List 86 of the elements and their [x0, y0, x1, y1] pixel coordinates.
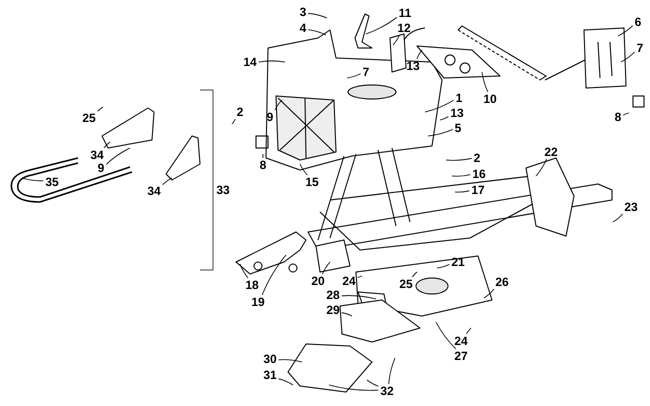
leader-line [466, 328, 472, 334]
leader-line [322, 262, 330, 274]
callout-number: 18 [244, 279, 260, 291]
callout-number: 29 [325, 304, 341, 316]
callout-number: 2 [472, 152, 482, 164]
leader-line [357, 276, 362, 278]
leader-line [346, 73, 362, 78]
callout-number: 9 [96, 162, 106, 174]
leader-line [424, 100, 454, 112]
callout-number: 7 [636, 42, 644, 54]
callout-number: 12 [396, 22, 412, 34]
leader-line [440, 116, 449, 120]
callout-number: 2 [236, 106, 244, 118]
leader-line [308, 29, 326, 36]
callout-number: 8 [258, 159, 268, 171]
callout-number: 7 [362, 66, 370, 78]
callout-number: 15 [304, 176, 320, 188]
callout-number: 11 [398, 7, 412, 19]
callout-number: 32 [379, 385, 395, 397]
callout-number: 3 [298, 6, 308, 18]
leader-line [366, 17, 398, 34]
leader-line [240, 264, 248, 278]
leader-line [620, 52, 636, 62]
leader-line [412, 272, 418, 278]
callout-number: 5 [454, 122, 462, 134]
leader-line [328, 384, 379, 391]
callout-number: 25 [398, 278, 414, 290]
callout-number: 20 [310, 275, 326, 287]
callout-number: 26 [494, 276, 510, 288]
callout-number: 1 [454, 92, 464, 104]
leader-line [436, 264, 450, 268]
callout-number: 30 [262, 353, 278, 365]
leader-line [300, 164, 308, 176]
leader-line [452, 174, 471, 177]
leader-line [22, 178, 44, 182]
leader-line [97, 106, 104, 112]
leader-line [274, 100, 282, 110]
callout-number: 9 [266, 111, 274, 123]
callout-number: 13 [449, 107, 465, 119]
leader-line [482, 72, 488, 92]
leader-line [262, 154, 264, 158]
leader-line [258, 60, 286, 62]
leader-line [162, 178, 172, 186]
leader-line [484, 288, 494, 298]
callout-number: 19 [250, 296, 266, 308]
callout-number: 31 [262, 369, 278, 381]
callout-number: 4 [298, 22, 308, 34]
leader-line [416, 50, 422, 60]
leader-line [436, 322, 456, 350]
leader-line [278, 359, 302, 362]
leader-line [366, 380, 379, 387]
callout-number: 24 [453, 335, 469, 347]
leader-line [392, 34, 400, 46]
callout-number: 33 [215, 184, 231, 196]
callout-number: 34 [89, 149, 105, 161]
leader-line [278, 378, 294, 386]
callout-number: 23 [623, 201, 639, 213]
leader-line [618, 25, 634, 36]
leader-line [104, 142, 110, 148]
leader-line [622, 112, 630, 116]
callout-number: 8 [614, 111, 622, 123]
leader-line [341, 295, 376, 300]
callout-number: 28 [325, 289, 341, 301]
leader-line [232, 118, 236, 124]
leader-line [341, 312, 352, 316]
leader-line [536, 158, 547, 176]
leader-line [262, 254, 286, 296]
callout-number: 35 [44, 176, 60, 188]
callout-number: 16 [471, 168, 487, 180]
leader-line [454, 190, 470, 193]
callout-number: 13 [405, 60, 421, 72]
callout-number: 34 [146, 185, 162, 197]
callout-number: 22 [543, 146, 559, 158]
callout-number: 25 [81, 112, 97, 124]
callout-number: 6 [634, 16, 642, 28]
leader-line [612, 214, 623, 222]
callout-number: 14 [242, 56, 258, 68]
leader-line [308, 12, 328, 18]
callout-number: 27 [453, 350, 469, 362]
callout-number: 10 [482, 93, 498, 105]
leader-line [388, 358, 396, 384]
leader-line [106, 148, 130, 165]
callout-number: 17 [470, 184, 486, 196]
leader-line [446, 158, 472, 161]
callout-number: 24 [341, 275, 357, 287]
leader-line [428, 129, 454, 136]
